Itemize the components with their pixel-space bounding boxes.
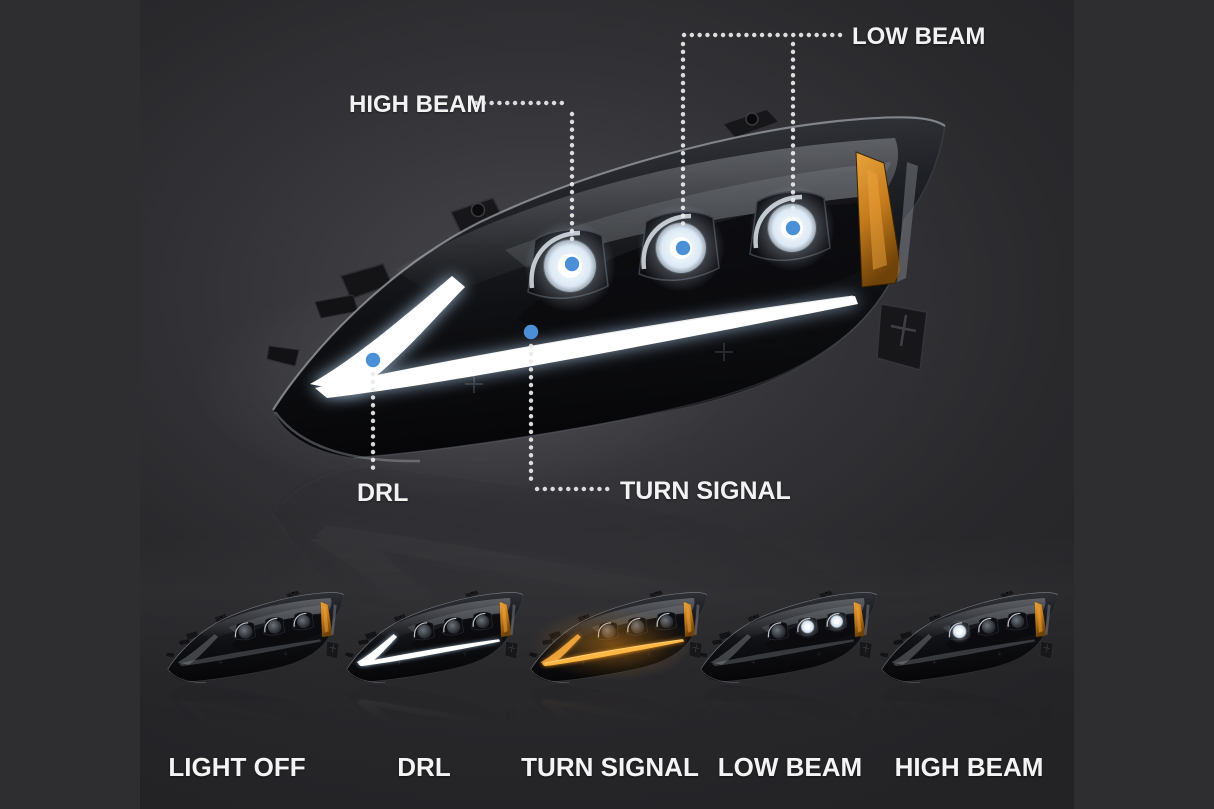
high-beam-point-dot <box>564 256 580 272</box>
mode-label-turn-signal: TURN SIGNAL <box>521 752 699 782</box>
mode-label-drl: DRL <box>397 752 451 782</box>
low-beam-point-dot-inner <box>675 240 691 256</box>
mode-label-light-off: LIGHT OFF <box>168 752 306 782</box>
turn-signal-point-dot <box>523 324 539 340</box>
mode-label-low-beam: LOW BEAM <box>717 752 863 782</box>
high-beam-callout-label: HIGH BEAM <box>349 91 487 118</box>
callout-point-dots <box>365 220 801 368</box>
low-beam-callout-label: LOW BEAM <box>852 23 986 50</box>
callout-leader-lines <box>370 32 849 492</box>
turn-signal-callout-label: TURN SIGNAL <box>620 477 791 505</box>
low-beam-point-dot-outer <box>785 220 801 236</box>
thumbnail-light-off <box>166 590 344 775</box>
drl-callout-label: DRL <box>357 479 409 507</box>
drl-point-dot <box>365 352 381 368</box>
mode-label-high-beam: HIGH BEAM <box>894 752 1044 782</box>
